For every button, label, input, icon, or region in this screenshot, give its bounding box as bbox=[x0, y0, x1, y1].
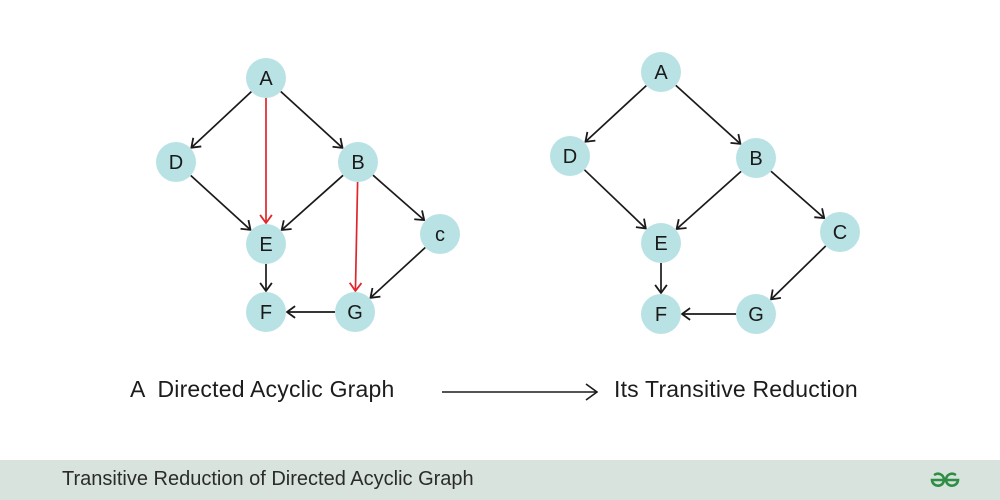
edge-A-B bbox=[675, 84, 742, 145]
node-F: F bbox=[641, 294, 681, 334]
node-E: E bbox=[641, 223, 681, 263]
edge-E-F bbox=[259, 264, 273, 292]
edge-A-D bbox=[190, 91, 252, 149]
node-A: A bbox=[641, 52, 681, 92]
footer-bar: Transitive Reduction of Directed Acyclic… bbox=[0, 460, 1000, 500]
footer-title: Transitive Reduction of Directed Acyclic… bbox=[62, 468, 474, 490]
edge-B-C bbox=[372, 174, 426, 222]
node-label: F bbox=[655, 304, 667, 326]
node-B: B bbox=[338, 142, 378, 182]
node-label: B bbox=[351, 152, 364, 174]
edge-A-D bbox=[584, 84, 647, 143]
reduction-caption: Its Transitive Reduction bbox=[614, 376, 858, 402]
node-label: C bbox=[833, 222, 847, 244]
node-D: D bbox=[156, 142, 196, 182]
node-G: G bbox=[736, 294, 776, 334]
node-F: F bbox=[246, 292, 286, 332]
node-label: E bbox=[654, 233, 667, 255]
node-label: A bbox=[259, 68, 273, 90]
node-label: D bbox=[563, 146, 577, 168]
node-G: G bbox=[335, 292, 375, 332]
edge-G-F bbox=[681, 307, 736, 321]
edge-A-E-removed bbox=[259, 98, 273, 224]
node-label: D bbox=[169, 152, 183, 174]
node-label: B bbox=[749, 148, 762, 170]
edge-C-G bbox=[770, 245, 827, 301]
node-D: D bbox=[550, 136, 590, 176]
node-E: E bbox=[246, 224, 286, 264]
edge-E-F bbox=[654, 263, 668, 294]
edge-B-E bbox=[280, 174, 344, 231]
node-C: C bbox=[820, 212, 860, 252]
edge-B-C bbox=[770, 170, 826, 220]
edge-G-F bbox=[286, 305, 335, 319]
node-A: A bbox=[246, 58, 286, 98]
edge-B-G-removed bbox=[348, 181, 363, 292]
transitive-reduction-graph: A D B E C F G bbox=[550, 52, 860, 334]
node-label: c bbox=[435, 224, 445, 246]
edge-A-B bbox=[280, 90, 344, 149]
edge-B-E bbox=[675, 170, 742, 230]
transform-arrow-head bbox=[585, 383, 599, 401]
node-label: A bbox=[654, 62, 668, 84]
edge-D-E bbox=[190, 174, 252, 231]
edge-C-G bbox=[369, 246, 426, 299]
geeksforgeeks-logo-icon bbox=[930, 472, 960, 487]
node-label: G bbox=[748, 304, 764, 326]
node-C: c bbox=[420, 214, 460, 254]
node-label: F bbox=[260, 302, 272, 324]
node-label: E bbox=[259, 234, 272, 256]
node-label: G bbox=[347, 302, 363, 324]
dag-caption: A Directed Acyclic Graph bbox=[130, 376, 395, 402]
edge-D-E bbox=[583, 169, 647, 230]
node-B: B bbox=[736, 138, 776, 178]
